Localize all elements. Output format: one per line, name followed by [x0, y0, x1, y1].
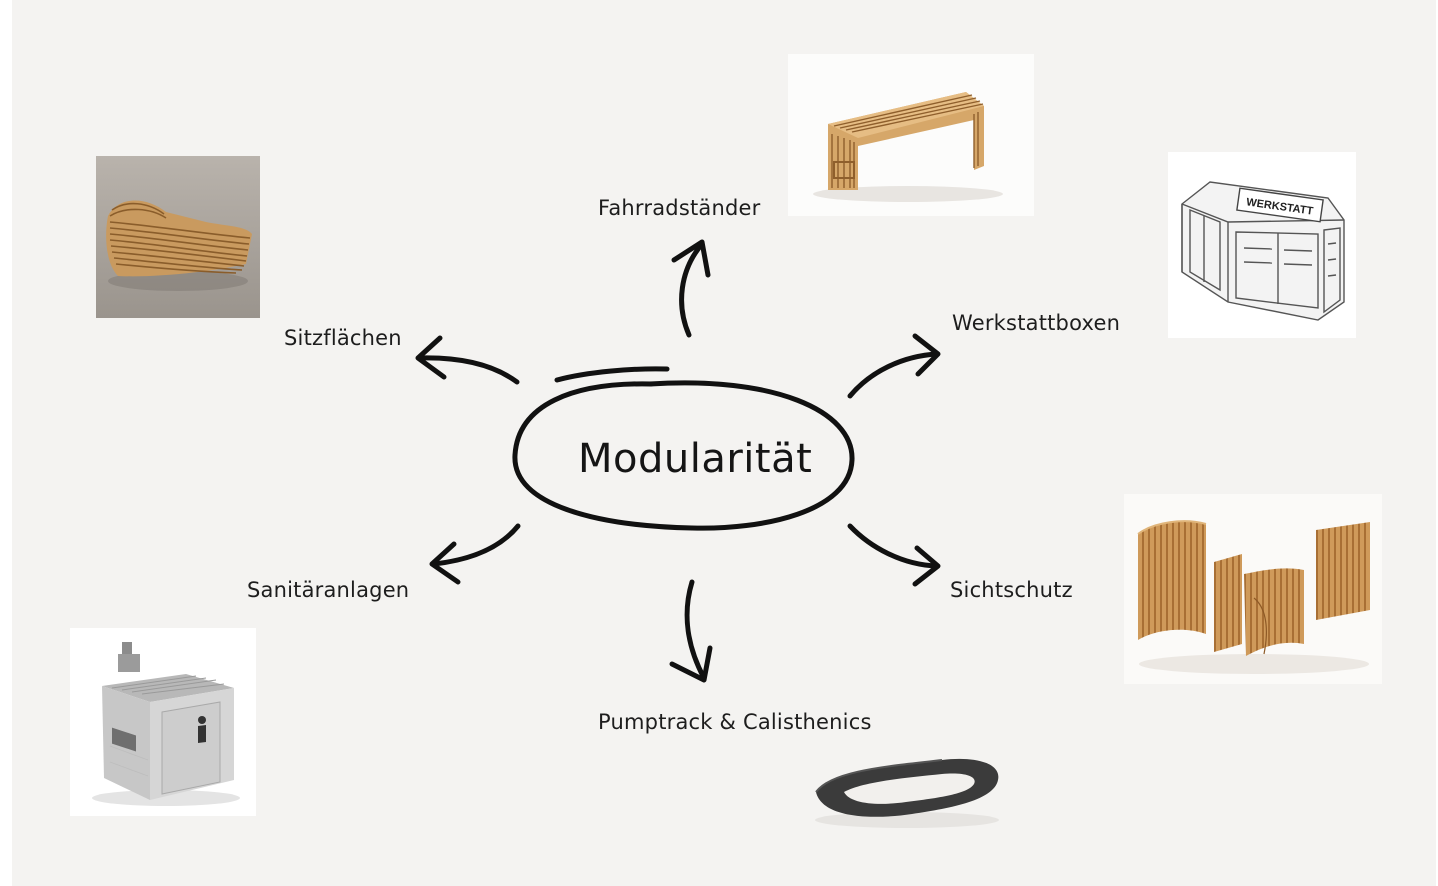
- mindmap-connectors: [415, 239, 941, 683]
- arrow-sichtschutz: [847, 523, 940, 569]
- center-ellipse-stroke-tail: [554, 366, 670, 383]
- arrowhead-fahrradstaender: [671, 239, 711, 278]
- arrowhead-werkstattboxen: [912, 333, 941, 377]
- wooden-bike-rack-icon: [788, 54, 1034, 216]
- arrow-fahrradstaender: [679, 241, 705, 338]
- arrow-sitzflaechen: [417, 355, 520, 385]
- sanitary-cabin-icon: [70, 628, 256, 816]
- mindmap-canvas: Modularität Fahrradständer Sitzflächen W…: [12, 0, 1436, 886]
- arrow-sanitaeranlagen: [431, 523, 521, 567]
- label-fahrradstaender: Fahrradständer: [598, 196, 761, 220]
- label-sichtschutz: Sichtschutz: [950, 578, 1073, 602]
- arrowhead-pumptrack: [669, 645, 713, 683]
- arrowhead-sichtschutz: [912, 545, 941, 587]
- pumptrack-loop-icon: [802, 748, 1012, 832]
- arrowhead-sanitaeranlagen: [429, 541, 461, 585]
- center-ellipse: [512, 380, 855, 531]
- label-pumptrack: Pumptrack & Calisthenics: [598, 710, 872, 734]
- arrow-werkstattboxen: [847, 351, 940, 399]
- label-sitzflaechen: Sitzflächen: [284, 326, 402, 350]
- arrow-pumptrack: [684, 579, 707, 681]
- label-werkstattboxen: Werkstattboxen: [952, 311, 1121, 335]
- wooden-privacy-screens-icon: [1124, 494, 1382, 684]
- label-sanitaeranlagen: Sanitäranlagen: [247, 578, 410, 602]
- workshop-container-icon: WERKSTATT: [1168, 152, 1356, 338]
- arrowhead-sitzflaechen: [415, 335, 447, 380]
- center-title: Modularität: [578, 436, 813, 482]
- wooden-lounge-bench-icon: [96, 156, 260, 318]
